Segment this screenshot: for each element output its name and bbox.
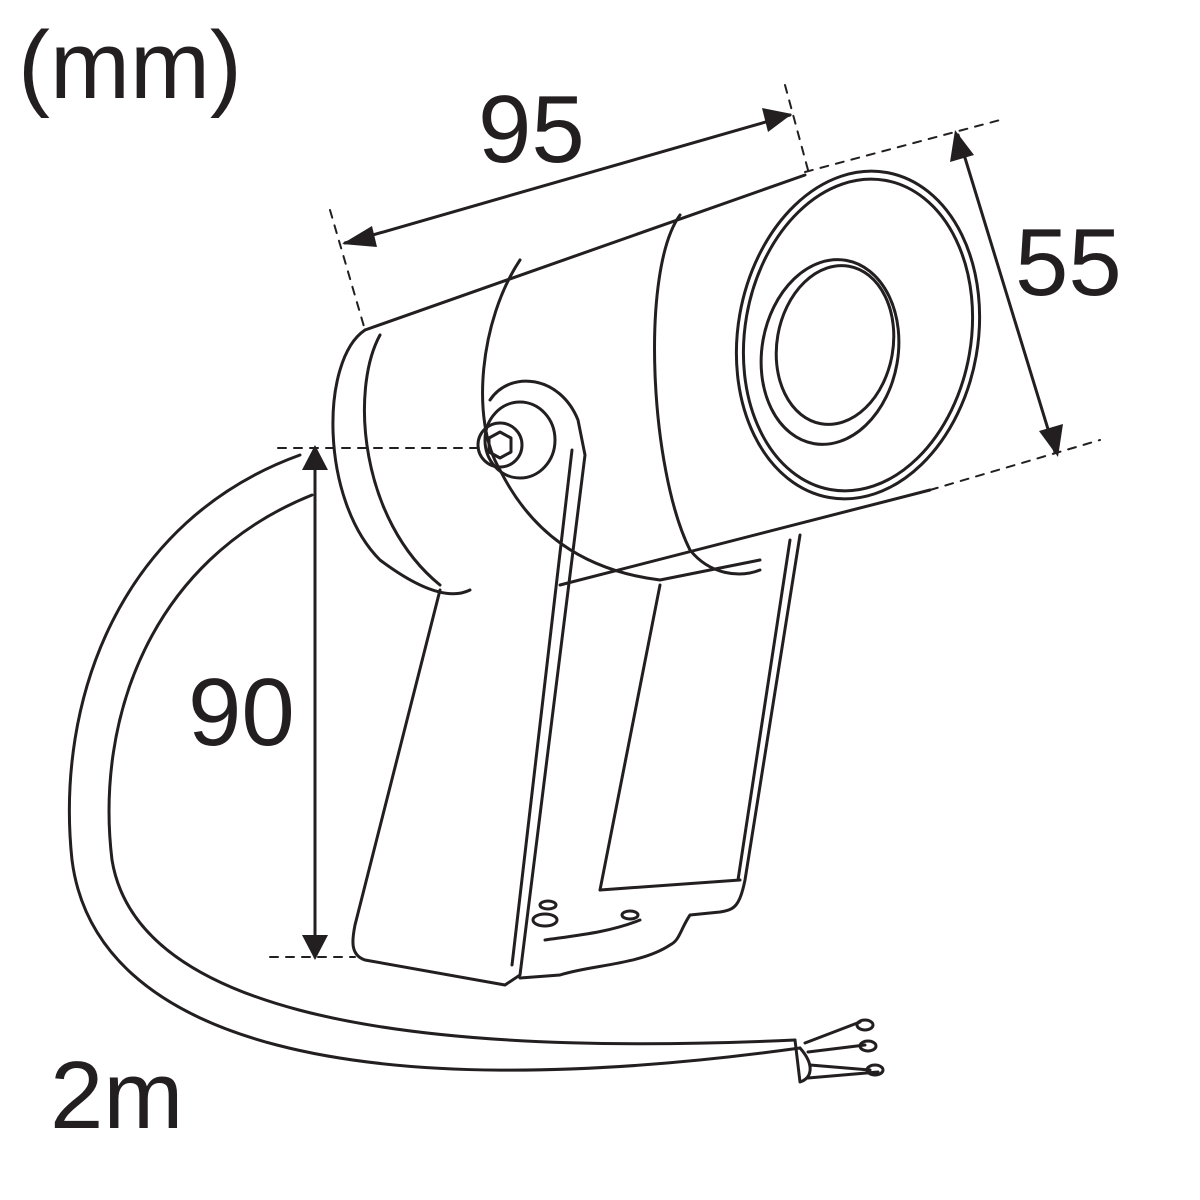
lamp-body: [331, 169, 982, 596]
unit-label: (mm): [18, 12, 242, 119]
extension-lines: [269, 84, 1101, 958]
dimension-lines: [302, 108, 1063, 960]
cable-length-label: 2m: [50, 1042, 184, 1149]
mounting-bracket: [351, 379, 802, 987]
diameter-dimension-label: 55: [1015, 209, 1122, 316]
length-dimension-label: 95: [478, 76, 585, 183]
height-dimension-label: 90: [188, 659, 295, 766]
hex-screw-icon: [476, 400, 557, 480]
cable: [67, 453, 885, 1084]
